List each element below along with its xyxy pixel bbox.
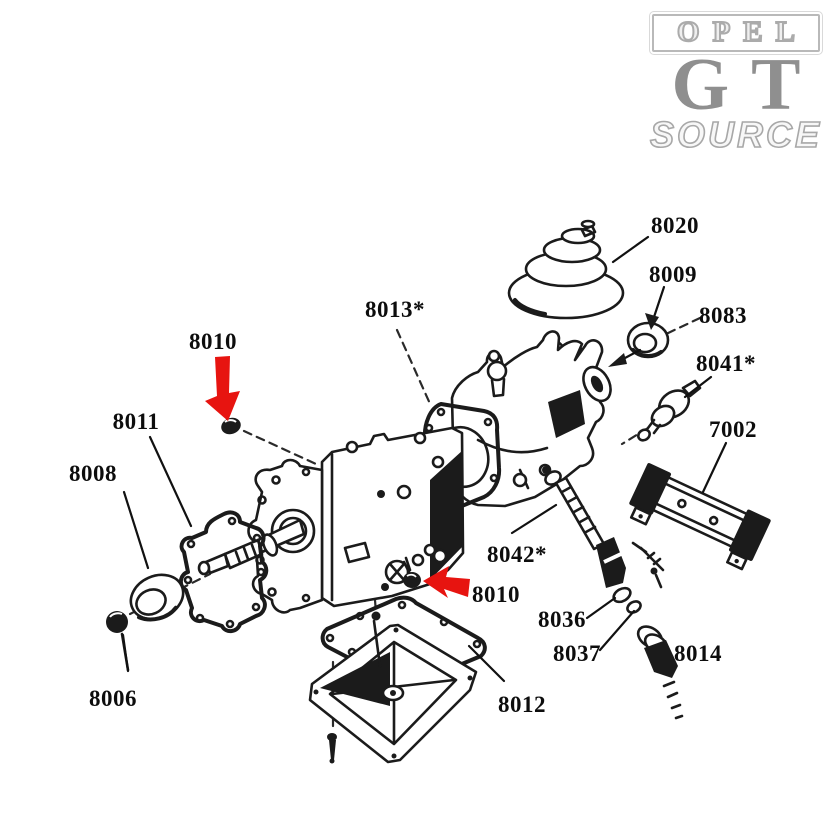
mount-nut-top bbox=[221, 417, 241, 435]
filler-plug-part bbox=[636, 625, 684, 720]
extension-housing-part bbox=[450, 330, 612, 508]
opel-gt-source-logo: OPEL GT SOURCE bbox=[642, 11, 830, 155]
oil-pan-part bbox=[308, 623, 478, 764]
crossmember-part bbox=[629, 463, 771, 571]
part-label-8012: 8012 bbox=[498, 692, 546, 717]
part-label-8037: 8037 bbox=[553, 641, 601, 666]
part-label-8014: 8014 bbox=[674, 641, 722, 666]
part-label-8009: 8009 bbox=[649, 262, 697, 287]
part-label-8013: 8013* bbox=[365, 297, 425, 322]
main-case-part bbox=[320, 426, 465, 608]
part-label-8041: 8041* bbox=[696, 351, 756, 376]
part-labels: 8020 8009 8083 8041* 7002 8013* 8010 801… bbox=[69, 213, 757, 717]
pan-stud-part bbox=[327, 611, 382, 764]
red-arrow-top bbox=[205, 356, 240, 421]
shift-boot-part bbox=[507, 219, 625, 320]
speedo-pinion-part bbox=[542, 466, 642, 614]
opel-badge: OPEL bbox=[649, 11, 823, 55]
red-callout-arrows bbox=[205, 356, 470, 598]
leader-lines bbox=[121, 235, 728, 683]
backup-switch-part bbox=[637, 379, 702, 442]
part-label-8083: 8083 bbox=[699, 303, 747, 328]
part-label-8010-top: 8010 bbox=[189, 329, 237, 354]
mount-nut-bottom bbox=[402, 560, 421, 588]
oil-seal-part bbox=[129, 573, 185, 622]
part-label-8006: 8006 bbox=[89, 686, 137, 711]
mount-bolt-part bbox=[631, 541, 665, 589]
part-label-8008: 8008 bbox=[69, 461, 117, 486]
front-gasket-part bbox=[179, 510, 269, 633]
opel-badge-text: OPEL bbox=[676, 16, 808, 48]
part-label-8042: 8042* bbox=[487, 542, 547, 567]
part-label-8020: 8020 bbox=[651, 213, 699, 238]
part-label-8010-bottom: 8010 bbox=[472, 582, 520, 607]
part-label-8011: 8011 bbox=[113, 409, 160, 434]
part-label-8036: 8036 bbox=[538, 607, 586, 632]
gt-logo-text: GT bbox=[671, 44, 823, 126]
part-label-7002: 7002 bbox=[709, 417, 757, 442]
input-shaft-part bbox=[197, 518, 306, 576]
source-logo-text: SOURCE bbox=[649, 114, 823, 155]
seal-ring-part bbox=[626, 321, 670, 359]
red-arrow-bottom bbox=[423, 566, 470, 598]
